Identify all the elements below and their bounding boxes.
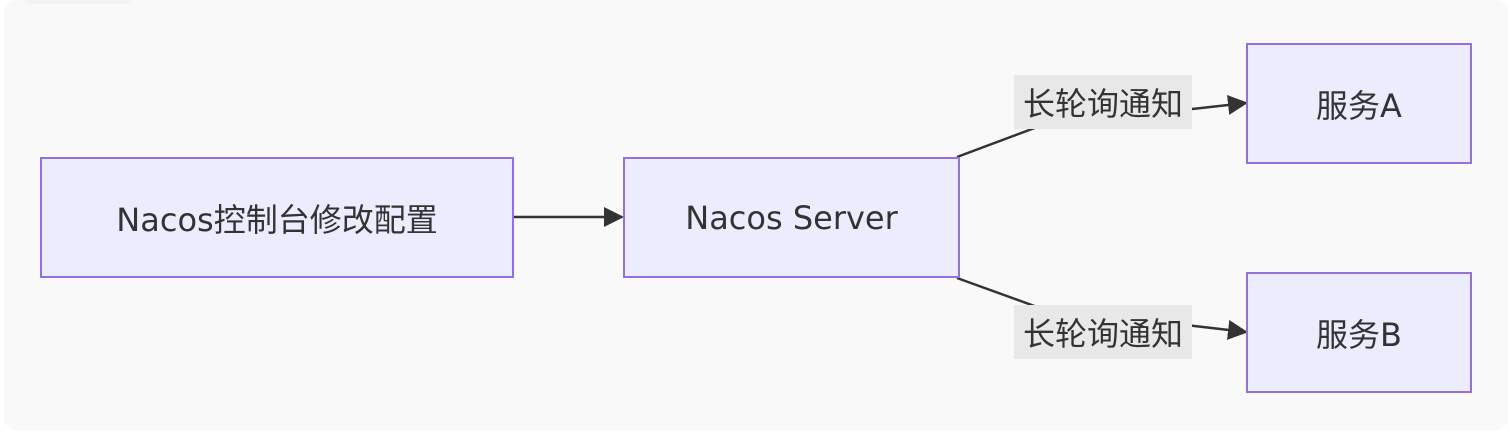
node-service-a-label: 服务A — [1316, 86, 1402, 125]
node-server-label: Nacos Server — [685, 198, 898, 237]
node-service-b-label: 服务B — [1316, 315, 1402, 354]
node-console-label: Nacos控制台修改配置 — [116, 200, 438, 239]
edge-label-long-polling-b: 长轮询通知 — [1014, 305, 1192, 359]
node-nacos-server[interactable]: Nacos Server — [623, 157, 960, 278]
node-console-change-config[interactable]: Nacos控制台修改配置 — [40, 157, 514, 278]
edge-label-long-polling-a: 长轮询通知 — [1014, 75, 1192, 129]
node-service-b[interactable]: 服务B — [1246, 272, 1472, 393]
panel-tab-edge — [24, 0, 134, 4]
node-service-a[interactable]: 服务A — [1246, 43, 1472, 164]
